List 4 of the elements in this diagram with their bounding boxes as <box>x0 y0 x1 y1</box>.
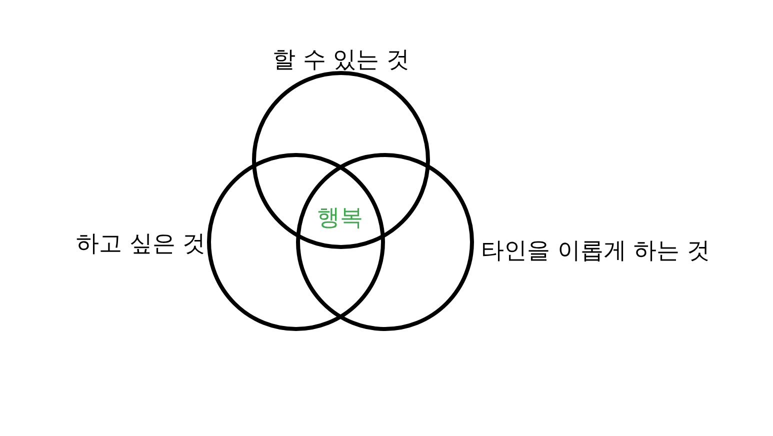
circle-label: 타인을 이롭게 하는 것 <box>481 237 710 266</box>
circle-label: 하고 싶은 것 <box>76 230 206 259</box>
circle-label: 할 수 있는 것 <box>272 46 410 75</box>
intersection-label: 행복 <box>317 204 363 233</box>
